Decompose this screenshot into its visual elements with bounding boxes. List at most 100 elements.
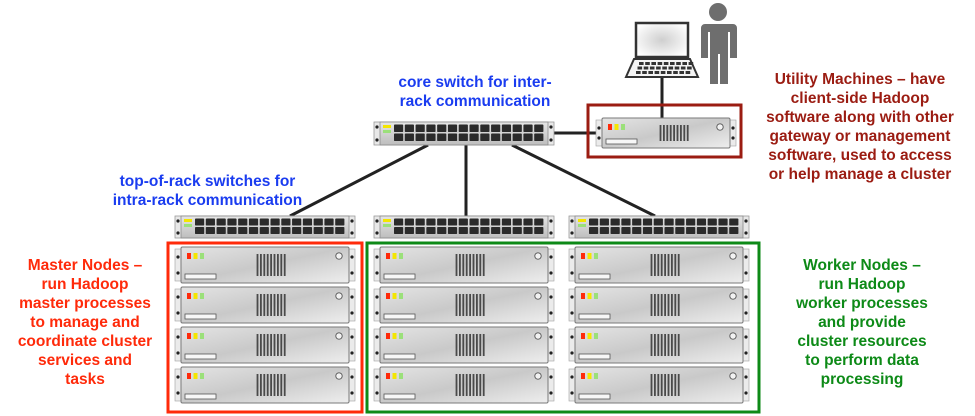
mount-screw [350, 295, 354, 299]
network-port [512, 218, 522, 226]
top-of-rack-label: top-of-rack switches for intra-rack comm… [95, 172, 320, 210]
network-port [447, 133, 458, 141]
master-nodes-box [166, 241, 364, 414]
mount-screw [549, 271, 553, 275]
vent-slot [674, 294, 677, 316]
network-port [589, 218, 599, 226]
server-led [581, 253, 585, 259]
network-port [437, 124, 447, 132]
network-port [491, 124, 501, 132]
vent-slot [654, 294, 656, 316]
mount-screw [350, 391, 354, 395]
network-port [205, 227, 215, 234]
network-port [480, 227, 490, 234]
mount-screw [176, 375, 180, 379]
network-port [302, 218, 313, 226]
laptop-key [657, 62, 663, 65]
vent-slot [280, 294, 283, 316]
network-port [469, 227, 479, 234]
vent-slot [266, 374, 269, 396]
network-port [621, 218, 631, 226]
network-port [447, 218, 458, 226]
vent-slot [482, 254, 485, 276]
laptop-key [649, 66, 655, 70]
mount-screw [570, 335, 574, 339]
mount-screw [744, 271, 748, 275]
vent-slot [677, 294, 680, 316]
vent-slot [462, 374, 465, 396]
network-port [415, 227, 425, 234]
vent-slot [455, 334, 458, 356]
laptop-key [636, 71, 641, 74]
server-led [187, 333, 191, 339]
vent-slot [462, 334, 465, 356]
network-port [599, 218, 609, 226]
network-port [534, 218, 544, 226]
vent-slot [266, 294, 269, 316]
network-port [335, 218, 345, 226]
status-led [383, 125, 391, 128]
master-nodes-label: Master Nodes – run Hadoop master process… [2, 256, 168, 389]
network-port [458, 227, 468, 234]
rack-2 [373, 215, 555, 404]
label-line: core switch for inter- [398, 74, 552, 91]
server-led [200, 333, 204, 339]
power-button [729, 372, 737, 380]
network-port [238, 227, 248, 234]
server-led [587, 373, 592, 379]
drive-bay [184, 273, 217, 280]
vent-slot [660, 374, 663, 396]
mount-screw [350, 311, 354, 315]
vent-slot [674, 374, 677, 396]
status-led [578, 219, 586, 222]
laptop-key [660, 71, 666, 74]
mount-screw [570, 219, 574, 223]
label-line: cluster resources [797, 333, 927, 350]
vent-slot [657, 254, 660, 276]
laptop-key [676, 62, 681, 65]
network-port [292, 227, 302, 234]
vent-slot [476, 254, 478, 276]
vent-slot [469, 374, 471, 396]
vent-slot [273, 334, 276, 356]
server-icon [373, 246, 555, 284]
server-led [608, 124, 612, 130]
laptop-key [679, 71, 684, 74]
vent-slot [657, 294, 660, 316]
vent-slot [671, 294, 673, 316]
server-led [200, 253, 204, 259]
server-icon [373, 366, 555, 404]
vent-slot [266, 334, 269, 356]
network-port [696, 218, 707, 226]
laptop-key [642, 71, 647, 74]
label-line: to perform data [805, 352, 919, 369]
drive-bay [383, 273, 416, 280]
server-led [193, 333, 198, 339]
rack-3 [568, 215, 750, 404]
network-switch-icon [373, 121, 555, 146]
network-port [437, 218, 447, 226]
network-port [415, 124, 425, 132]
network-port [501, 227, 512, 234]
vent-slot [660, 334, 663, 356]
mount-screw [375, 295, 379, 299]
vent-slot [273, 254, 276, 276]
label-line: top-of-rack switches for [119, 173, 296, 190]
vent-slot [270, 294, 272, 316]
label-line: software, used to access [768, 147, 952, 164]
network-port [707, 227, 717, 234]
vent-slot [472, 334, 475, 356]
laptop-key [645, 62, 650, 65]
server-led [587, 293, 592, 299]
utility-machines-label: Utility Machines – have client-side Hado… [744, 70, 975, 184]
vent-slot [657, 374, 660, 396]
vent-slot [283, 374, 286, 396]
mount-screw [375, 219, 379, 223]
vent-slot [256, 254, 259, 276]
mount-screw [731, 126, 735, 130]
server-icon [568, 286, 750, 324]
label-line: master processes [19, 295, 151, 312]
server-led [187, 373, 191, 379]
mount-screw [375, 231, 379, 235]
mount-screw [549, 351, 553, 355]
